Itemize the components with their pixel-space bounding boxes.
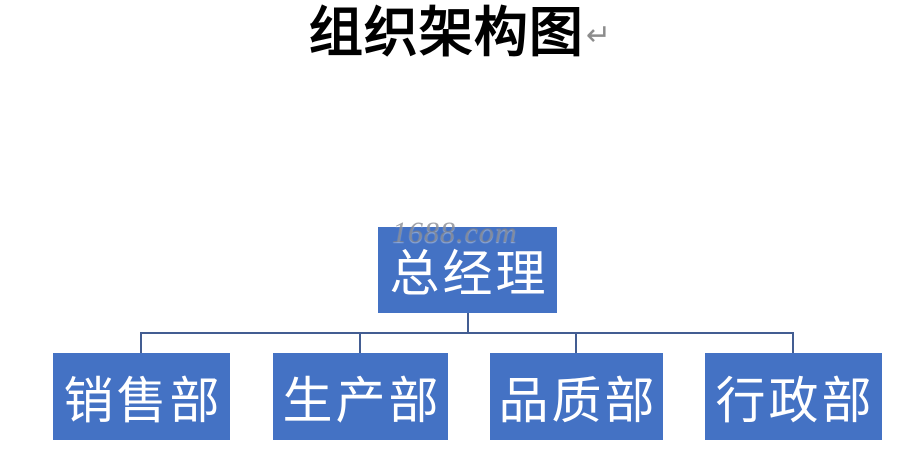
- connector-horizontal: [140, 332, 794, 334]
- org-node-quality-dept[interactable]: 品质部: [490, 353, 663, 440]
- org-node-label: 总经理: [389, 246, 549, 302]
- org-node-general-manager[interactable]: 总经理: [378, 227, 557, 313]
- org-node-label: 销售部: [63, 372, 223, 429]
- org-node-label: 生产部: [282, 372, 442, 429]
- connector-drop-admin: [792, 332, 794, 353]
- title-row: 组织架构图↵: [0, 2, 920, 64]
- connector-drop-quality: [575, 332, 577, 353]
- org-node-admin-dept[interactable]: 行政部: [705, 353, 882, 440]
- connector-drop-sales: [140, 332, 142, 353]
- connector-drop-production: [359, 332, 361, 353]
- org-node-sales-dept[interactable]: 销售部: [53, 353, 230, 440]
- connector-riser: [467, 313, 469, 333]
- paragraph-mark-icon: ↵: [585, 18, 612, 52]
- page-title[interactable]: 组织架构图: [308, 3, 584, 63]
- org-node-label: 品质部: [498, 372, 658, 429]
- org-node-label: 行政部: [715, 372, 875, 429]
- org-node-production-dept[interactable]: 生产部: [273, 353, 448, 440]
